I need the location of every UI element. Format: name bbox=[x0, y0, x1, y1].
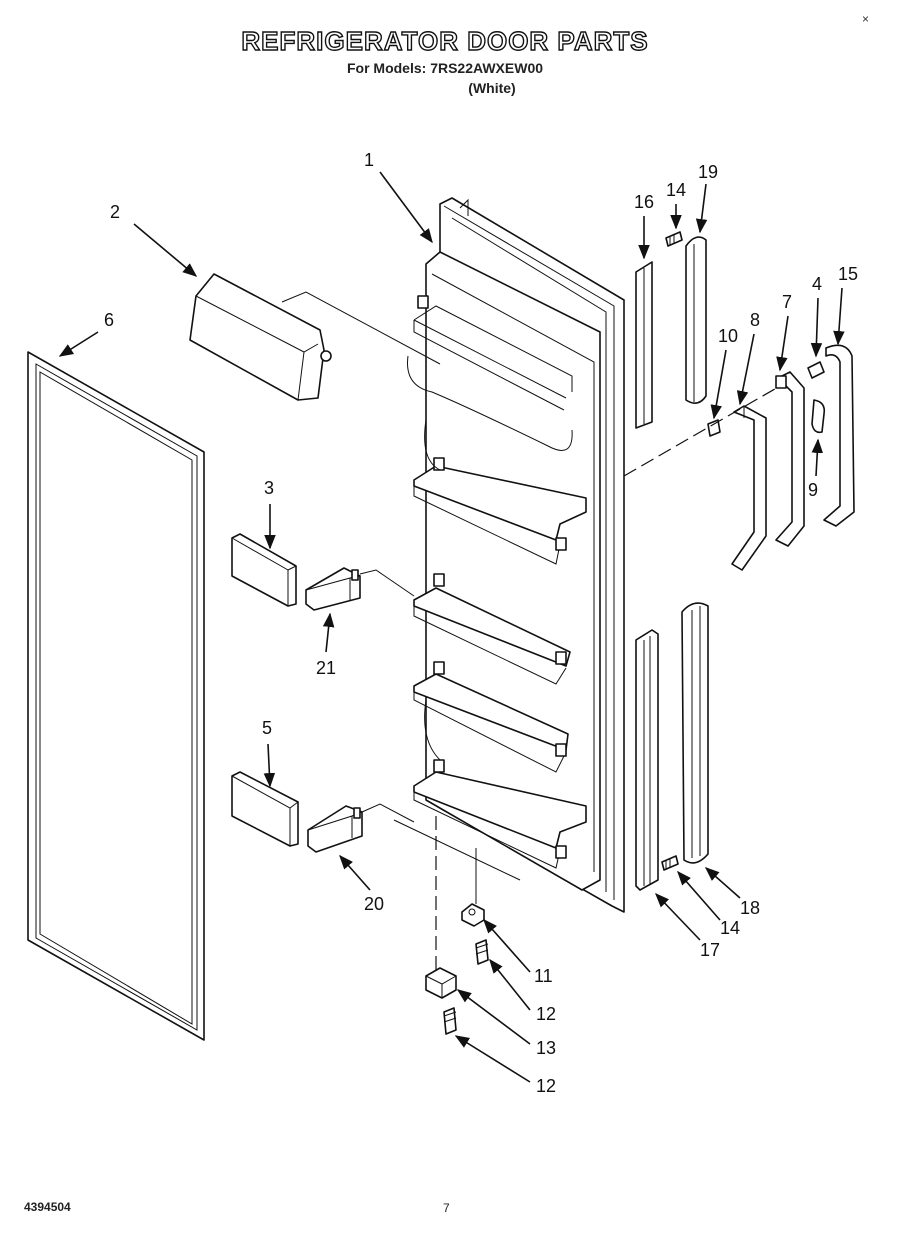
callouts: 1 2 3 4 5 6 7 8 9 10 11 12 12 13 14 14 1 bbox=[58, 150, 858, 1096]
hinge-bushing-11 bbox=[461, 903, 485, 927]
callout-9: 9 bbox=[808, 480, 818, 500]
handle-trim-17 bbox=[635, 629, 659, 891]
callout-15: 15 bbox=[838, 264, 858, 284]
handle-bracket-8 bbox=[775, 371, 805, 547]
end-cap-20 bbox=[307, 805, 363, 853]
callout-7: 7 bbox=[782, 292, 792, 312]
callout-12-upper: 12 bbox=[536, 1004, 556, 1024]
callout-17: 17 bbox=[700, 940, 720, 960]
callout-12-lower: 12 bbox=[536, 1076, 556, 1096]
shelf-retainer-3 bbox=[231, 533, 297, 607]
page-title: REFRIGERATOR DOOR PARTS bbox=[241, 25, 649, 56]
screw-14-lower bbox=[661, 855, 679, 871]
callout-5: 5 bbox=[262, 718, 272, 738]
handle-bracket-7 bbox=[731, 405, 767, 571]
door-assembly bbox=[407, 197, 625, 913]
callout-4: 4 bbox=[812, 274, 822, 294]
handle-trim-19 bbox=[685, 236, 707, 404]
callout-18: 18 bbox=[740, 898, 760, 918]
callout-6: 6 bbox=[104, 310, 114, 330]
document-number: 4394504 bbox=[24, 1200, 71, 1214]
callout-2: 2 bbox=[110, 202, 120, 222]
callout-16: 16 bbox=[634, 192, 654, 212]
dairy-door bbox=[189, 273, 332, 401]
screw-12-upper bbox=[475, 939, 489, 965]
color-line: (White) bbox=[468, 80, 516, 96]
models-line: For Models: 7RS22AWXEW00 bbox=[346, 60, 544, 76]
alignment-lines bbox=[281, 291, 781, 972]
callout-13: 13 bbox=[536, 1038, 556, 1058]
callout-19: 19 bbox=[698, 162, 718, 182]
callout-20: 20 bbox=[364, 894, 384, 914]
callout-1: 1 bbox=[364, 150, 374, 170]
callout-11: 11 bbox=[534, 966, 553, 986]
corner-mark: × bbox=[862, 12, 870, 26]
screw-12-lower bbox=[443, 1007, 457, 1035]
handle-trim-16 bbox=[635, 261, 653, 429]
door-gasket bbox=[27, 351, 205, 1041]
shelf-retainer-5 bbox=[231, 771, 299, 847]
handle-15 bbox=[823, 344, 855, 527]
handle-trim-18 bbox=[681, 602, 709, 864]
callout-14-upper: 14 bbox=[666, 180, 686, 200]
end-cap-21 bbox=[305, 567, 361, 611]
page-number: 7 bbox=[443, 1201, 450, 1215]
callout-10: 10 bbox=[718, 326, 738, 346]
callout-14-lower: 14 bbox=[720, 918, 740, 938]
callout-3: 3 bbox=[264, 478, 274, 498]
clip-9 bbox=[811, 399, 826, 434]
callout-21: 21 bbox=[316, 658, 336, 678]
clip-10 bbox=[707, 419, 721, 437]
screw-14-upper bbox=[665, 231, 683, 247]
callout-8: 8 bbox=[750, 310, 760, 330]
hinge-13 bbox=[425, 967, 457, 999]
spacer-4 bbox=[807, 361, 825, 379]
